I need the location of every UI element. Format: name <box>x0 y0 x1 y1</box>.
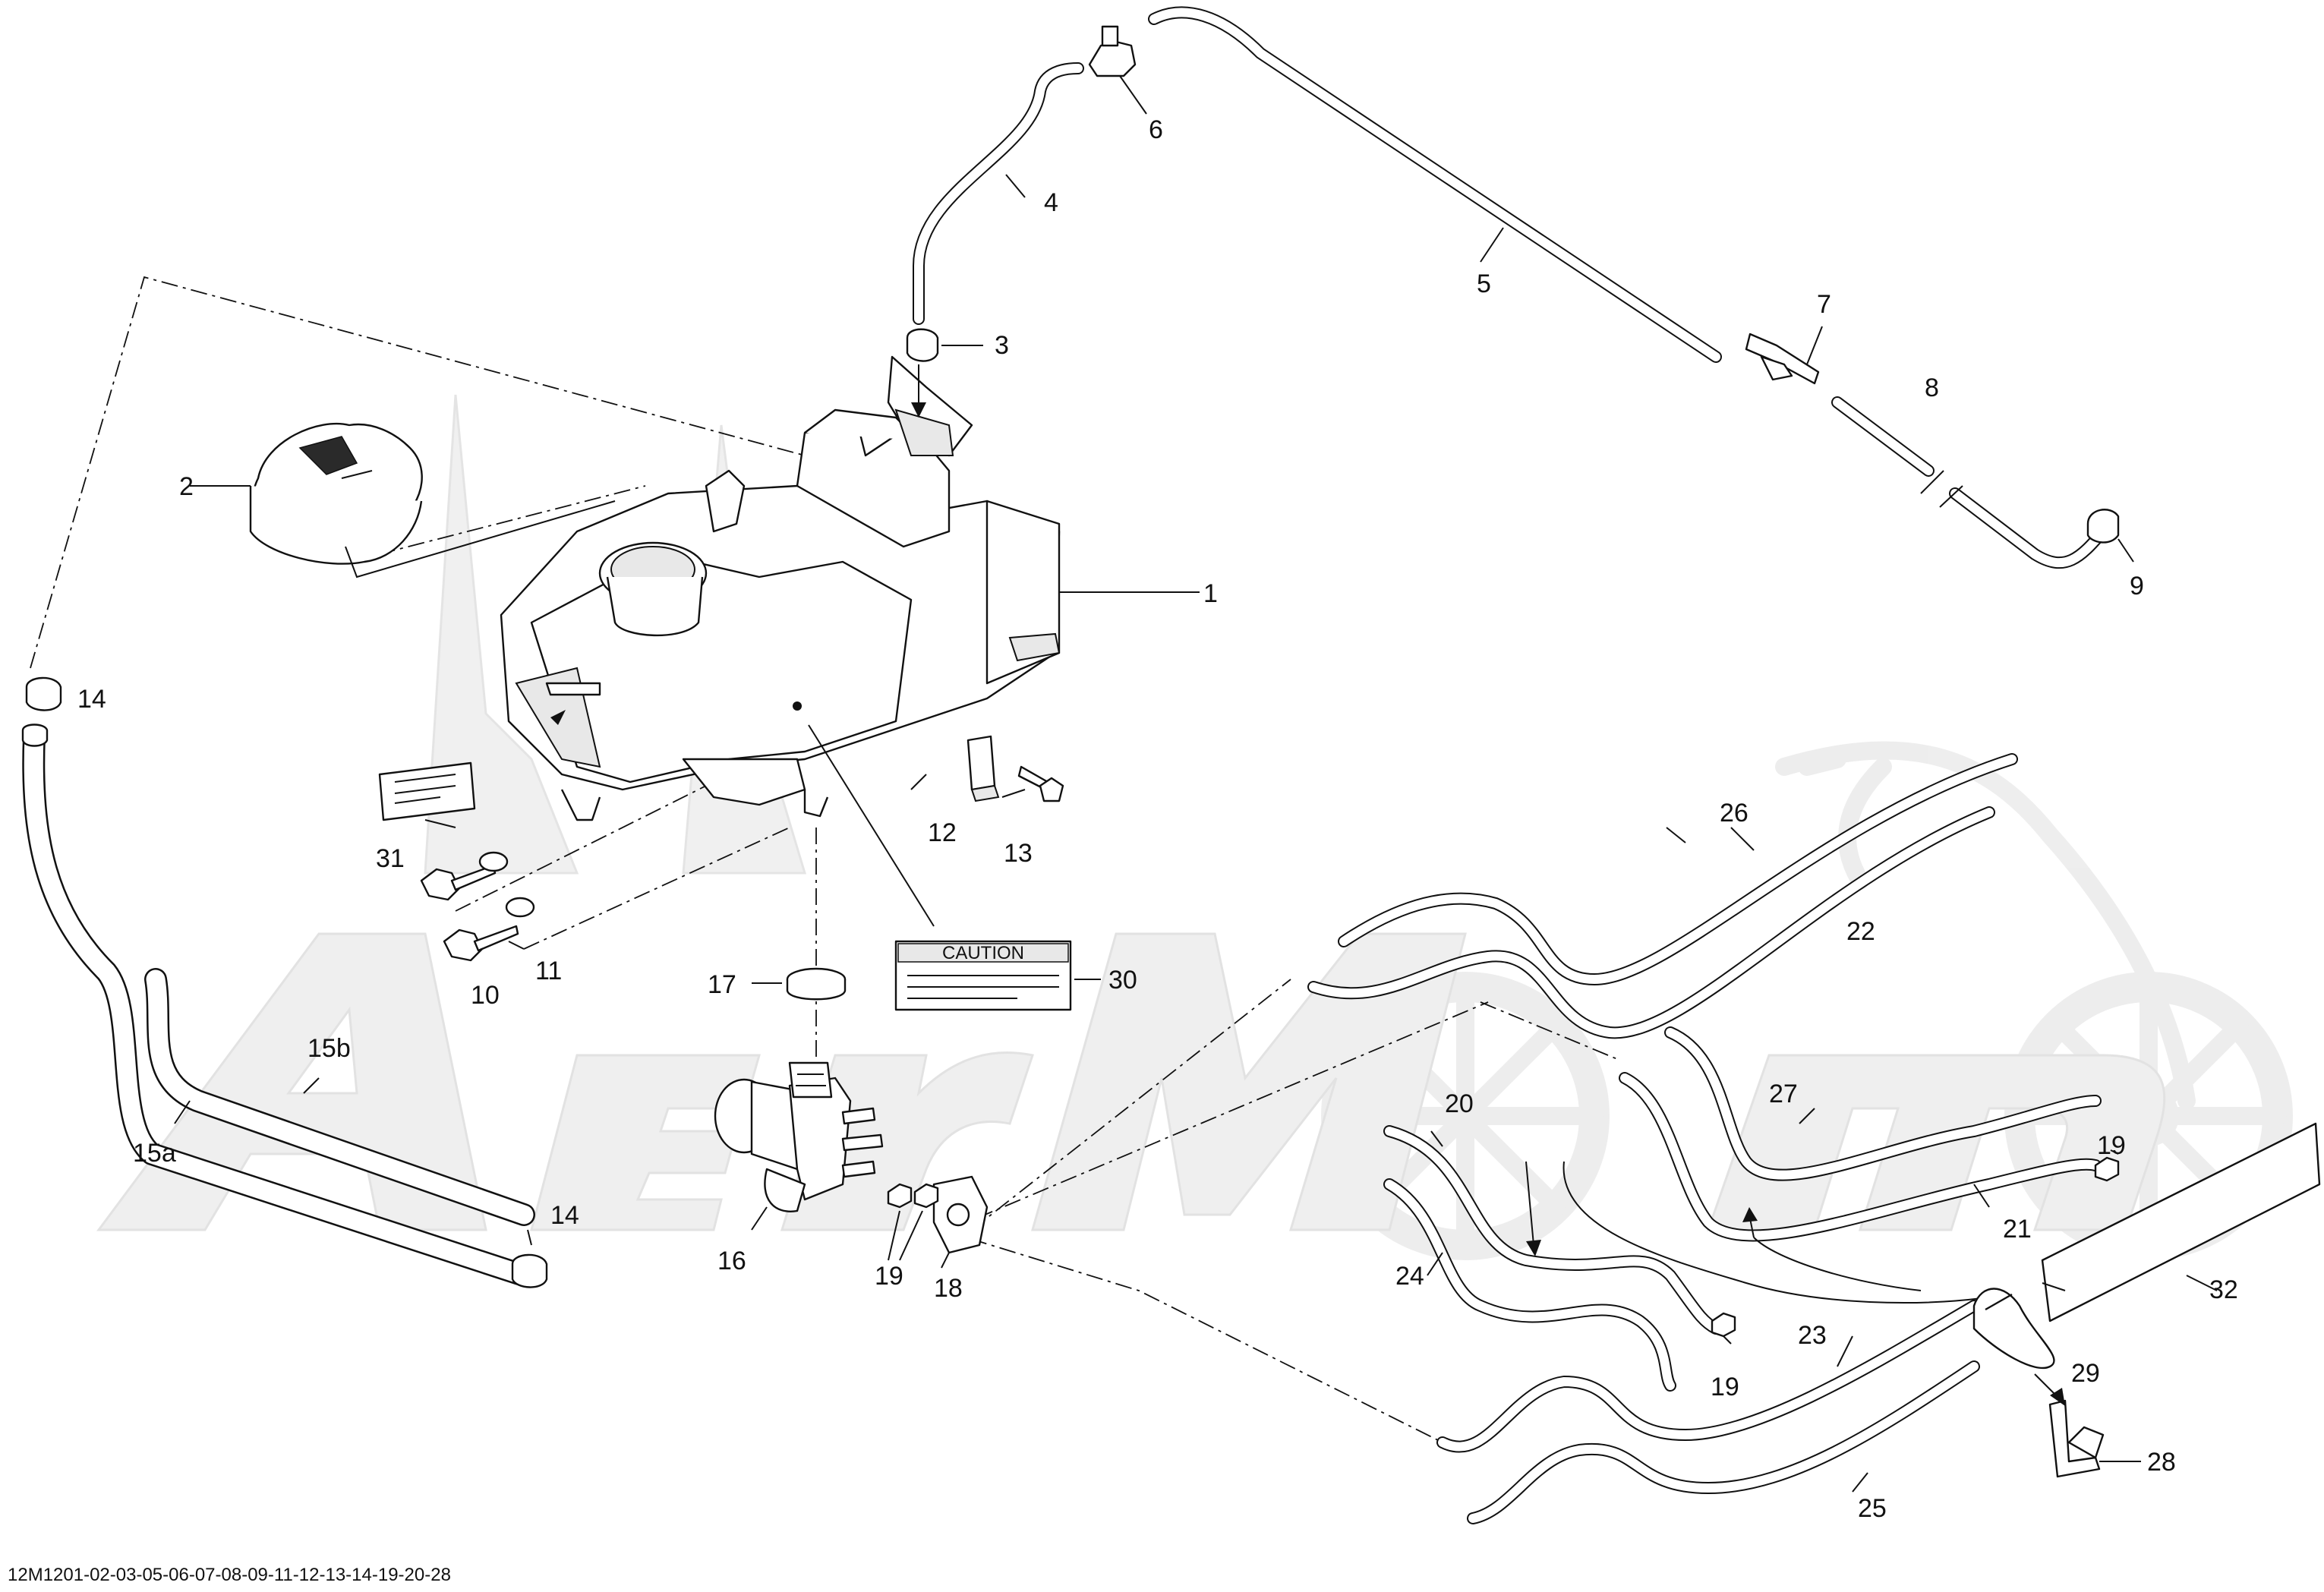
hose-8 <box>1831 396 2109 569</box>
clamp-14-bottom <box>511 1253 548 1288</box>
bracket-28 <box>2048 1399 2105 1478</box>
screw-13 <box>1017 765 1064 802</box>
fitting-6 <box>1088 25 1147 115</box>
callout-14a: 14 <box>77 685 106 714</box>
leader-lines <box>174 174 2218 1493</box>
callout-6: 6 <box>1149 115 1163 144</box>
callout-13: 13 <box>1004 839 1033 868</box>
callout-7: 7 <box>1817 290 1831 319</box>
callouts: 1 2 3 4 5 6 7 8 9 10 11 12 13 14 14 15a … <box>77 115 2238 1523</box>
hose-24 <box>1383 1178 1676 1392</box>
callout-3: 3 <box>995 331 1009 360</box>
hose-27 <box>1664 1026 2102 1181</box>
hose-26 <box>1338 753 2018 985</box>
hose-21 <box>1619 1072 2102 1242</box>
nuts-19-pump <box>887 1183 939 1261</box>
callout-30: 30 <box>1108 966 1137 995</box>
callout-19a: 19 <box>875 1262 903 1291</box>
hose-4 <box>913 62 1084 325</box>
callout-26: 26 <box>1720 799 1749 828</box>
fuel-tank <box>500 355 1061 821</box>
callout-17: 17 <box>708 970 736 999</box>
callout-31: 31 <box>376 844 405 873</box>
bolt-10 <box>420 864 519 962</box>
callout-29: 29 <box>2071 1359 2100 1388</box>
hose-15b <box>144 968 535 1226</box>
callout-19c: 19 <box>2097 1131 2126 1160</box>
caution-label-30: CAUTION <box>894 940 1072 1011</box>
label-31 <box>378 761 476 821</box>
callout-27: 27 <box>1769 1080 1798 1108</box>
sticker-32 <box>2041 1122 2321 1322</box>
callout-23: 23 <box>1798 1321 1827 1350</box>
drawing-code: 12M1201-02-03-05-06-07-08-09-11-12-13-14… <box>8 1565 451 1585</box>
callout-14b: 14 <box>550 1201 579 1230</box>
plate-18 <box>932 1175 989 1254</box>
callout-15b: 15b <box>307 1034 351 1063</box>
hose-25 <box>1467 1360 1980 1524</box>
washer-11 <box>478 851 535 918</box>
callout-5: 5 <box>1477 270 1491 298</box>
ring-17 <box>786 967 847 1001</box>
clamp-14-top <box>21 676 62 747</box>
clip-29 <box>1972 1288 2055 1370</box>
callout-18: 18 <box>934 1274 963 1303</box>
hose-22 <box>1307 806 1995 1039</box>
connector-7 <box>1745 326 1823 385</box>
callout-24: 24 <box>1395 1262 1424 1291</box>
callout-20: 20 <box>1445 1089 1474 1118</box>
callout-21: 21 <box>2003 1215 2032 1244</box>
callout-2: 2 <box>179 472 194 501</box>
callout-12: 12 <box>928 818 957 847</box>
callout-25: 25 <box>1858 1494 1887 1523</box>
hose-20 <box>1383 1125 1722 1335</box>
clamp-3 <box>906 328 939 362</box>
callout-16: 16 <box>717 1247 746 1275</box>
callout-4: 4 <box>1044 188 1058 217</box>
hose-5 <box>1148 6 1722 363</box>
caution-label-text: CAUTION <box>942 943 1024 963</box>
callout-22: 22 <box>1846 917 1875 946</box>
fuel-pump-16 <box>714 1061 884 1231</box>
callout-9: 9 <box>2130 572 2144 601</box>
hose-23 <box>1436 1300 1980 1453</box>
callout-8: 8 <box>1925 374 1939 402</box>
callout-1: 1 <box>1203 579 1218 608</box>
hose-bend-29 <box>1562 1161 1982 1304</box>
callout-32: 32 <box>2209 1275 2238 1304</box>
hose-15a <box>22 725 535 1287</box>
fuel-cap <box>249 422 616 578</box>
nut-12 <box>966 735 1000 802</box>
callout-10: 10 <box>471 981 500 1010</box>
callout-19b: 19 <box>1711 1373 1739 1401</box>
nut-19-right <box>2094 1156 2120 1182</box>
clamp-9 <box>2086 509 2120 544</box>
callout-28: 28 <box>2147 1448 2176 1477</box>
callout-11: 11 <box>535 957 562 985</box>
arrows <box>550 364 2065 1406</box>
nut-19-hose20 <box>1711 1312 1736 1338</box>
callout-15a: 15a <box>133 1139 176 1168</box>
